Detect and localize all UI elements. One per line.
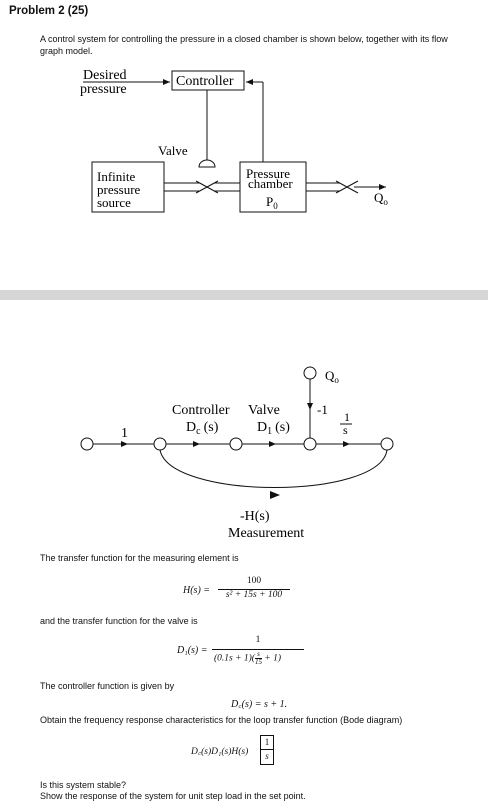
section-divider [0, 290, 488, 300]
valve-node-label: Valve [248, 403, 280, 418]
d1-den-right: + 1) [261, 653, 282, 664]
measuring-element-text: The transfer function for the measuring … [40, 553, 239, 563]
loop-tf-label: D꜀(s)D₁(s)H(s) [191, 747, 249, 757]
problem-title: Problem 2 (25) [9, 5, 89, 17]
controller-tf-label: Dc(s) [186, 420, 219, 437]
node-input [80, 437, 94, 451]
h-equation-num: 100 [246, 576, 262, 586]
minus-one-label: -1 [317, 402, 328, 417]
controller-node-label: Controller [172, 403, 230, 418]
chamber-box [239, 161, 307, 213]
valve-label: Valve [158, 143, 188, 158]
step-response-question: Show the response of the system for unit… [40, 791, 306, 801]
outflow-label: Qo [374, 190, 388, 207]
d1-den-left: (0.1s + 1)( [214, 653, 255, 664]
d1-equation-lhs: D₁(s) = [177, 645, 208, 656]
chamber-pressure-label: P0 [266, 194, 278, 211]
controller-function-text: The controller function is given by [40, 681, 175, 691]
controller-box [171, 70, 245, 91]
measurement-label: Measurement [228, 526, 304, 541]
loop-tf-bracket-box: 1 s [260, 735, 274, 765]
valve-tf-label: D1(s) [257, 420, 290, 437]
feedback-branch [159, 449, 388, 488]
node-disturbance [303, 366, 317, 380]
d1-fraction-bar [212, 649, 304, 650]
disturbance-q-label: Qo [325, 368, 339, 385]
node-valve-out [303, 437, 317, 451]
chamber-label-1: Pressure [246, 166, 290, 181]
outlet-valve-icon [335, 180, 359, 194]
integrator-num: 1 [344, 410, 350, 424]
flow-graph: 1 Controller Dc(s) Valve D1(s) Qo -1 1 s… [80, 366, 394, 541]
integrator-den: s [343, 423, 348, 437]
node-output [380, 437, 394, 451]
gain-one-label: 1 [121, 426, 128, 441]
h-equation-lhs: H(s) = [183, 585, 211, 596]
controller-label: Controller [176, 74, 234, 89]
bode-instruction: Obtain the frequency response characteri… [40, 715, 403, 725]
chamber-label-2: chamber [248, 176, 293, 191]
feedback-arrow-icon [270, 491, 280, 499]
loop-tf-bracket-num: 1 [261, 736, 273, 750]
h-equation-den: s² + 15s + 100 [225, 590, 283, 600]
intro-text: A control system for controlling the pre… [40, 34, 448, 56]
dc-equation: D꜀(s) = s + 1. [231, 699, 288, 710]
node-error [153, 437, 167, 451]
loop-tf-bracket-den: s [265, 751, 269, 761]
stability-question: Is this system stable? [40, 780, 127, 790]
d1-den-inner-num: s [254, 651, 262, 659]
source-label-1: Infinite [97, 169, 135, 184]
source-box [91, 161, 165, 213]
source-label-2: pressure [97, 182, 141, 197]
d1-equation-num: 1 [255, 635, 261, 645]
node-controller-out [229, 437, 243, 451]
block-diagram: Desired pressure Controller Valve Infini… [80, 68, 388, 213]
d1-den-inner-den: 15 [254, 658, 262, 666]
valve-actuator-icon [198, 159, 216, 168]
desired-label-2: pressure [80, 82, 127, 97]
desired-label-1: Desired [83, 68, 127, 83]
valve-tf-text: and the transfer function for the valve … [40, 616, 198, 626]
source-label-3: source [97, 195, 131, 210]
h-fraction-bar [218, 589, 290, 590]
feedback-tf-label: -H(s) [240, 509, 270, 524]
